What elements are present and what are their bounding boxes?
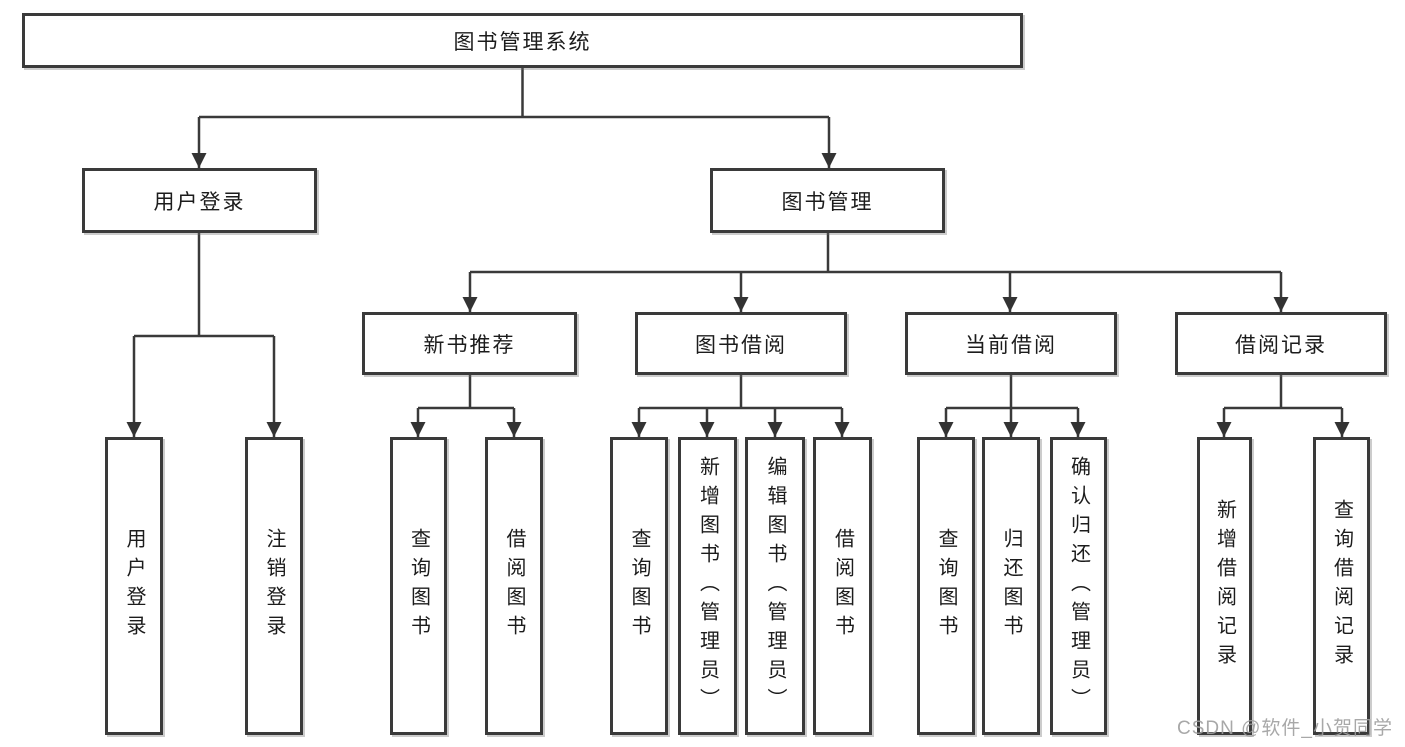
connector-line (199, 68, 829, 119)
connector-root (191, 68, 837, 168)
node-label: 新增图书（管理员） (696, 455, 719, 717)
connector-line (946, 375, 1078, 410)
node-leaf-return-books: 归还图书 (982, 437, 1040, 735)
node-label: 用户登录 (153, 190, 246, 214)
node-label: 借阅图书 (831, 528, 854, 644)
node-leaf-query-books-current: 查询图书 (917, 437, 975, 735)
node-leaf-add-books-admin: 新增图书（管理员） (678, 437, 737, 735)
connector-user-login (126, 233, 282, 437)
node-leaf-add-borrow-record: 新增借阅记录 (1197, 437, 1252, 735)
node-book-borrow: 图书借阅 (635, 312, 847, 375)
node-label: 新增借阅记录 (1213, 499, 1236, 673)
node-label: 当前借阅 (965, 333, 1057, 357)
csdn-watermark: CSDN @软件_小贺同学 (1177, 718, 1393, 739)
node-leaf-borrow-books: 借阅图书 (813, 437, 872, 735)
connector-borrow-records (1216, 375, 1350, 437)
node-leaf-query-books-newbook: 查询图书 (390, 437, 447, 735)
node-leaf-query-books-borrow: 查询图书 (610, 437, 668, 735)
node-label: 注销登录 (263, 528, 285, 644)
node-label: 查询图书 (407, 528, 430, 644)
node-leaf-borrow-books-newbook: 借阅图书 (485, 437, 543, 735)
node-label: 新书推荐 (423, 333, 516, 357)
connector-new-book (410, 375, 522, 437)
node-leaf-user-login: 用户登录 (105, 437, 163, 735)
node-leaf-confirm-return-admin: 确认归还（管理员） (1050, 437, 1107, 735)
node-label: 确认归还（管理员） (1067, 455, 1090, 717)
node-user-login: 用户登录 (82, 168, 317, 233)
node-borrow-records: 借阅记录 (1175, 312, 1387, 375)
node-label: 查询图书 (935, 528, 957, 644)
connector-line (134, 233, 274, 338)
node-label: 编辑图书（管理员） (764, 455, 786, 717)
node-leaf-query-borrow-record: 查询借阅记录 (1313, 437, 1370, 735)
node-label: 图书管理系统 (453, 30, 592, 54)
node-label: 借阅图书 (503, 528, 525, 644)
node-leaf-logout: 注销登录 (245, 437, 303, 735)
node-label: 图书管理 (781, 190, 874, 214)
node-label: 查询借阅记录 (1330, 499, 1353, 673)
connector-book-borrow (631, 375, 850, 437)
connector-book-management (462, 233, 1289, 312)
node-new-book-recommend: 新书推荐 (362, 312, 577, 375)
node-label: 借阅记录 (1235, 333, 1327, 357)
node-label: 归还图书 (1000, 528, 1022, 644)
connector-line (470, 233, 1281, 274)
node-label: 用户登录 (123, 528, 145, 644)
node-label: 图书借阅 (695, 333, 787, 357)
node-label: 查询图书 (628, 528, 650, 644)
connector-line (1224, 375, 1342, 410)
node-library-management-system: 图书管理系统 (22, 13, 1023, 68)
connector-line (639, 375, 842, 410)
node-current-borrow: 当前借阅 (905, 312, 1117, 375)
connector-line (418, 375, 514, 410)
node-leaf-edit-books-admin: 编辑图书（管理员） (745, 437, 805, 735)
connector-current-borrow (938, 375, 1086, 437)
node-book-management: 图书管理 (710, 168, 945, 233)
